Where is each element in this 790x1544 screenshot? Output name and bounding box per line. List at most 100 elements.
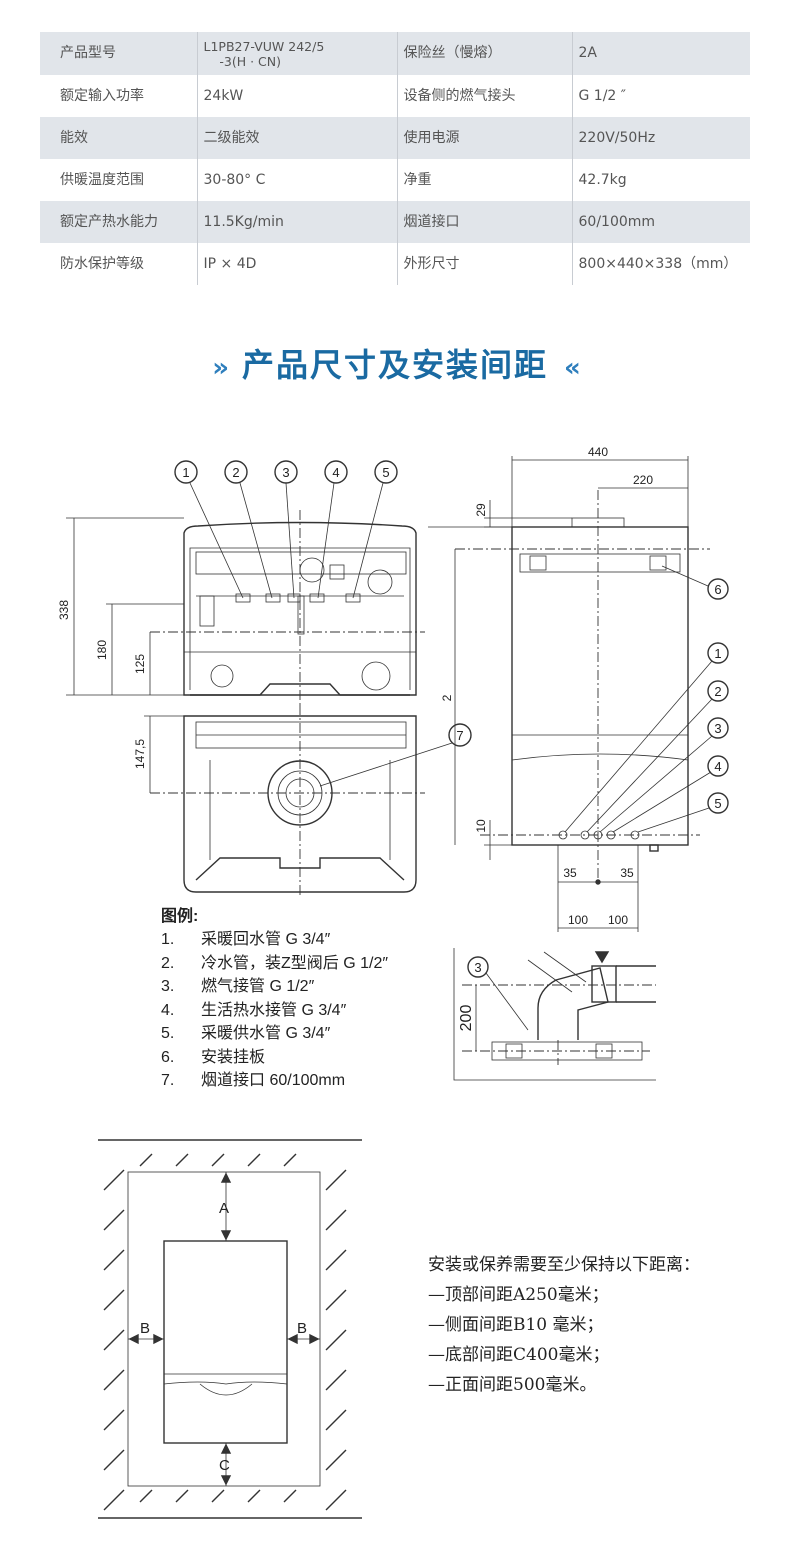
dim-125: 125 [133,654,147,674]
legend-item-number: 1. [161,931,175,948]
spec-value: G 1/2 ″ [571,75,750,117]
legend-item: 5. 采暖供水管 G 3/4″ [161,1022,388,1046]
legend-item-number: 6. [161,1048,175,1066]
callout-side-1: 1 [714,646,721,661]
dim-100-left: 100 [568,913,588,927]
spec-value: L1PB27-VUW 242/5 -3(H · CN) [196,32,397,75]
clearance-line: —正面间距500毫米。 [428,1375,597,1395]
spec-value: 60/100mm [571,201,750,243]
clearance-letter-b-right: B [297,1320,307,1337]
spec-value: 30-80° C [196,159,397,201]
callout-gas-3: 3 [474,960,481,975]
dim-10: 10 [474,819,488,833]
legend-item-text: 采暖回水管 G 3/4″ [201,931,331,948]
spec-value: 11.5Kg/min [196,201,397,243]
top-callouts: 1 2 3 4 5 7 [174,460,472,787]
callout-side-5: 5 [714,796,721,811]
clearance-heading: 安装或保养需要至少保持以下距离： [428,1255,700,1275]
dim-220: 220 [633,473,653,487]
spec-value: 800×440×338（mm） [571,243,750,285]
callout-top-5: 5 [382,465,389,480]
dim-440: 440 [588,445,608,459]
spec-label: 使用电源 [396,117,572,159]
spec-label: 额定产热水能力 [40,201,197,243]
legend-items: 1. 采暖回水管 G 3/4″ 2. 冷水管，装Z型阀后 G 1/2″ 3. 燃气接管 G… [161,928,388,1093]
legend-item: 2. 冷水管，装Z型阀后 G 1/2″ [161,952,388,976]
spec-value: 220V/50Hz [571,117,750,159]
spec-label: 防水保护等级 [40,243,197,285]
spec-value: 42.7kg [571,159,750,201]
dim-35-left: 35 [563,866,577,880]
callout-side-2: 2 [714,684,721,699]
legend-item-number: 4. [161,1001,175,1019]
spec-label: 烟道接口 [396,201,572,243]
legend-item-number: 2. [161,954,175,972]
legend-title: 图例: [161,908,199,925]
gas-detail: 3 200 [453,948,656,1081]
dim-180: 180 [95,640,109,660]
dim-35-right: 35 [620,866,634,880]
spec-label: 供暖温度范围 [40,159,197,201]
spec-label: 产品型号 [40,32,197,75]
legend-item-text: 采暖供水管 G 3/4″ [201,1025,331,1042]
callout-side-3: 3 [714,721,721,736]
model-value: L1PB27-VUW 242/5 -3(H · CN) [203,38,325,69]
legend-item-number: 7. [161,1072,175,1089]
spec-label: 能效 [40,117,197,159]
chevron-right-icon: » [212,353,229,383]
spec-label: 额定输入功率 [40,75,197,117]
legend-item-number: 3. [161,978,175,995]
dim-100-right: 100 [608,913,628,927]
spec-value: 24kW [196,75,397,117]
side-view: 440 220 29 2 10 35 35 100 100 6 1 2 3 4 … [428,445,729,932]
dim-200: 200 [458,1005,475,1032]
callout-top-3: 3 [282,465,289,480]
dim-29: 29 [474,503,488,517]
callout-top-2: 2 [232,465,239,480]
callout-flue-7: 7 [456,728,463,743]
legend-item: 6.安装挂板 [161,1046,388,1070]
front-view-bottom [150,705,425,895]
clearance-line: —底部间距C400毫米； [428,1345,610,1365]
callout-side-4: 4 [714,759,721,774]
clearance-diagram: A B B C [98,1139,362,1519]
callout-top-1: 1 [182,465,189,480]
legend-item: 7.烟道接口 60/100mm [161,1069,388,1093]
legend-item: 3. 燃气接管 G 1/2″ [161,975,388,999]
clearance-letter-a: A [219,1200,229,1217]
dim-338: 338 [57,600,71,620]
callout-top-4: 4 [332,465,339,480]
clearance-line: —侧面间距B10 毫米； [428,1315,604,1335]
legend-item-number: 5. [161,1025,175,1042]
spec-label: 外形尺寸 [396,243,572,285]
callout-side-6: 6 [714,582,721,597]
legend-item-text: 生活热水接管 G 3/4″ [201,1001,347,1019]
section-title: » 产品尺寸及安装间距 « [0,340,790,386]
chevron-left-icon: « [564,353,581,383]
legend-item-text: 燃气接管 G 1/2″ [201,978,315,995]
spec-value: 2A [571,32,750,75]
legend-item: 1. 采暖回水管 G 3/4″ [161,928,388,952]
section-title-text: 产品尺寸及安装间距 [241,346,548,384]
legend-item-text: 冷水管，装Z型阀后 G 1/2″ [201,954,389,972]
clearance-text: 安装或保养需要至少保持以下距离： —顶部间距A250毫米； —侧面间距B10 毫米；… [428,1250,700,1400]
dim-2: 2 [440,694,454,701]
spec-value: IP × 4D [196,243,397,285]
clearance-letter-b-left: B [140,1320,150,1337]
spec-label: 设备侧的燃气接头 [396,75,572,117]
legend: 图例: 1. 采暖回水管 G 3/4″ 2. 冷水管，装Z型阀后 G 1/2″ 3. 燃气… [161,906,388,1093]
legend-item: 4. 生活热水接管 G 3/4″ [161,999,388,1023]
spec-value: 二级能效 [196,117,397,159]
spec-label: 保险丝（慢熔） [396,32,572,75]
clearance-line: —顶部间距A250毫米； [428,1285,609,1305]
front-view-top [150,510,425,705]
